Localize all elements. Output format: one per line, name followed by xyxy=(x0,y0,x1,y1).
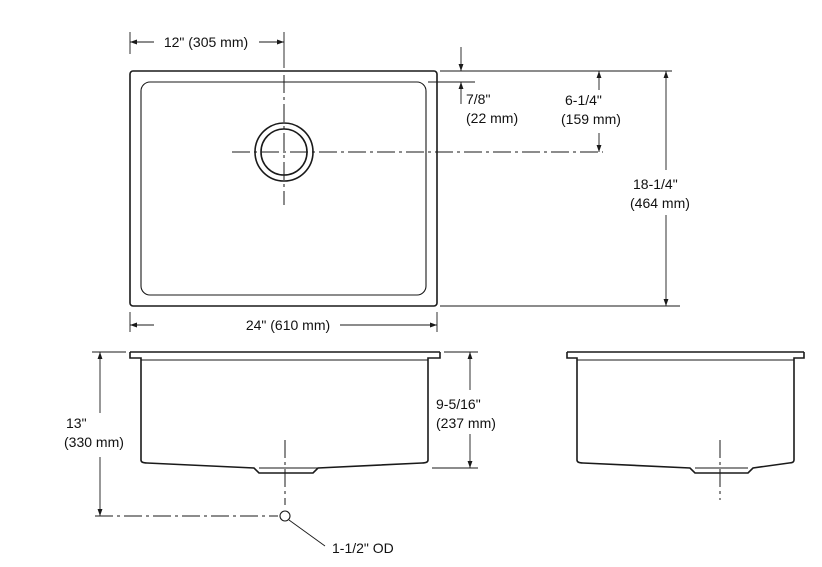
sink-outer-rim xyxy=(129,70,438,307)
drain-from-back-mm-label: (159 mm) xyxy=(561,111,621,127)
rim-to-drain-mm-label: (22 mm) xyxy=(466,110,518,126)
total-height-in-label: 13" xyxy=(66,415,87,431)
bowl-depth-mm-label: (237 mm) xyxy=(436,415,496,431)
sink-depth-mm-label: (464 mm) xyxy=(630,195,690,211)
sink-depth-in-label: 18-1/4" xyxy=(633,176,678,192)
sink-width-dimension: 24" (610 mm) xyxy=(129,312,438,333)
drain-outlet-circle xyxy=(279,510,291,522)
top-view xyxy=(129,70,603,307)
total-height-dimension: 13" (330 mm) xyxy=(64,351,126,516)
side-elevation-view xyxy=(566,351,805,500)
total-height-mm-label: (330 mm) xyxy=(64,434,124,450)
drain-outlet-label: 1-1/2" OD xyxy=(332,540,394,556)
sink-depth-dimension: 18-1/4" (464 mm) xyxy=(440,71,690,307)
rim-to-drain-dimension: 7/8" (22 mm) xyxy=(428,47,518,126)
drain-offset-label: 12" (305 mm) xyxy=(164,34,248,50)
drain-outlet-callout: 1-1/2" OD xyxy=(288,519,394,556)
sink-width-label: 24" (610 mm) xyxy=(246,317,330,333)
bowl-depth-in-label: 9-5/16" xyxy=(436,396,481,412)
rim-to-drain-in-label: 7/8" xyxy=(466,91,490,107)
bowl-depth-dimension: 9-5/16" (237 mm) xyxy=(432,351,496,469)
drain-offset-dimension: 12" (305 mm) xyxy=(129,32,285,68)
front-elevation-view xyxy=(95,351,441,522)
drain-from-back-dimension: 6-1/4" (159 mm) xyxy=(475,70,672,152)
drain-from-back-in-label: 6-1/4" xyxy=(565,92,602,108)
